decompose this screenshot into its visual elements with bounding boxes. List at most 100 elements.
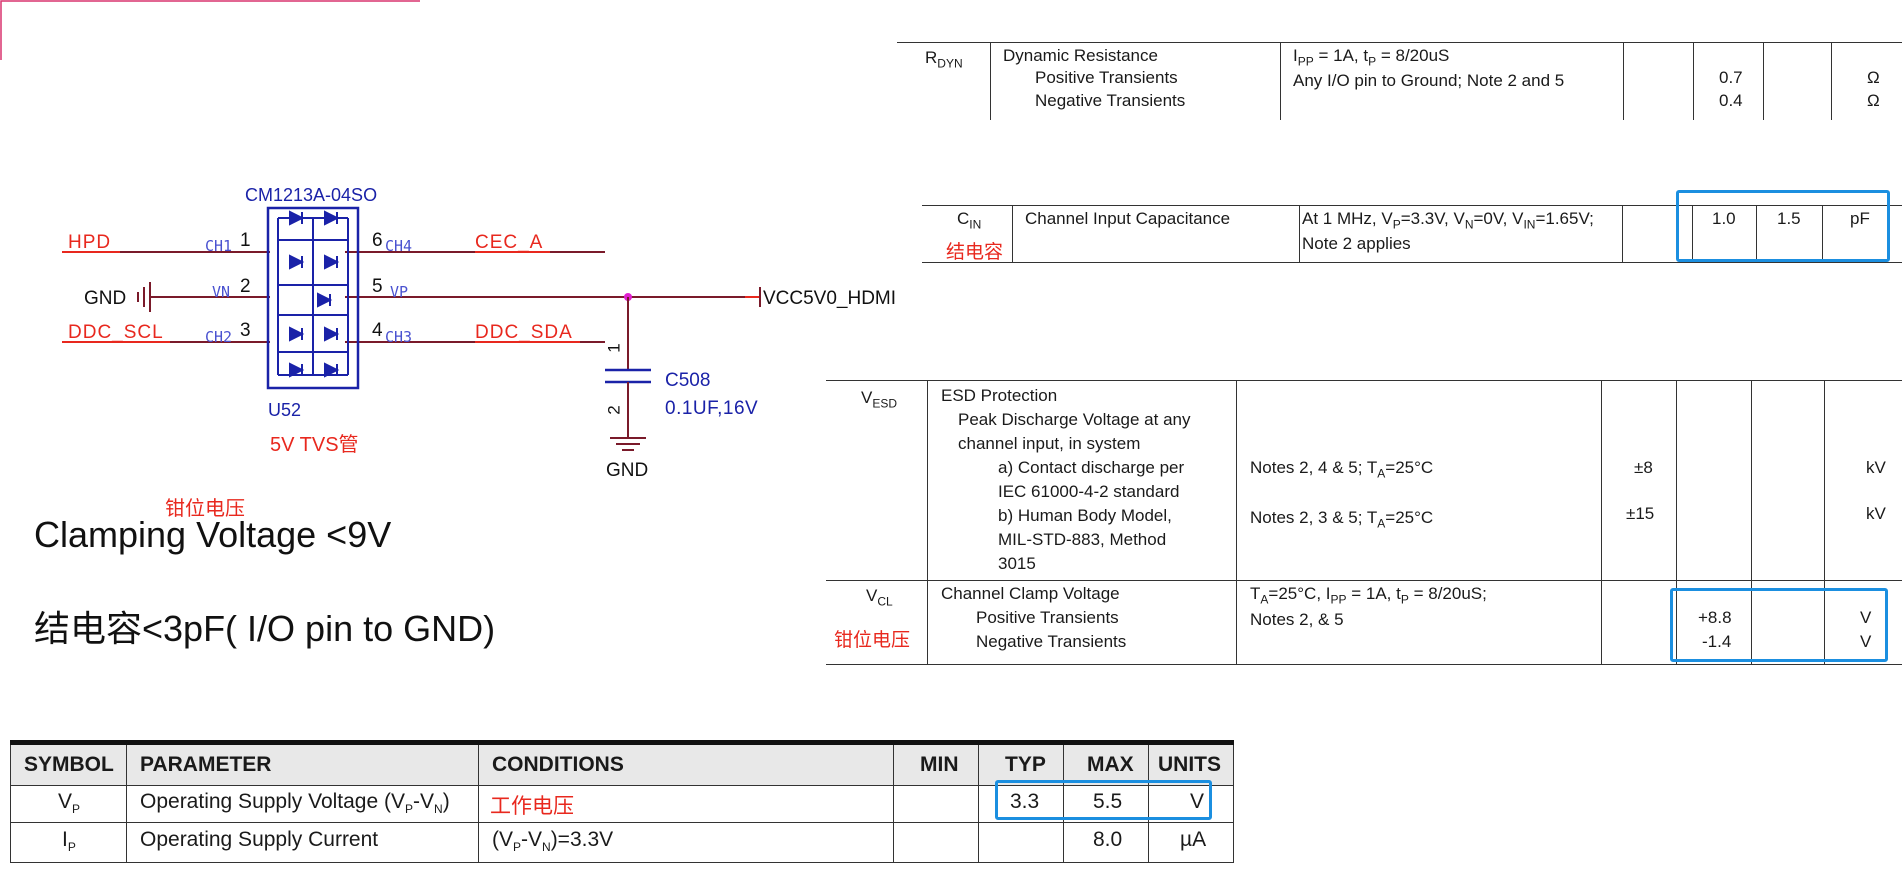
vcl-highlight-box (1670, 588, 1888, 662)
cin-cond-line2: Note 2 applies (1302, 234, 1411, 253)
supply-header-max: MAX (1087, 753, 1134, 776)
vcl-typ-negative: -1.4 (1702, 632, 1732, 651)
net-vcc5v0-hdmi: VCC5V0_HDMI (763, 288, 897, 309)
cin-max: 1.5 (1777, 209, 1801, 228)
vesd-cond-b: Notes 2, 3 & 5; TA=25°C (1250, 508, 1434, 531)
cin-parameter: Channel Input Capacitance (1025, 209, 1231, 228)
vesd-param: a) Contact discharge per (998, 458, 1185, 477)
pin-ch-label: CH2 (205, 328, 233, 346)
pin-number: 6 (372, 230, 383, 251)
cap-pin1: 1 (604, 343, 624, 353)
supply-header-parameter: PARAMETER (140, 753, 272, 776)
clamp-cn-label: 钳位电压 (165, 498, 245, 520)
ic-note-cn: 5V TVS管 (270, 434, 359, 456)
pin-ch-label: CH3 (385, 328, 413, 346)
net-gnd-left: GND (84, 288, 127, 309)
pin-ch-label: CH1 (205, 237, 233, 255)
pin-number: 3 (240, 320, 251, 341)
vp-typ: 3.3 (1010, 790, 1040, 813)
rdyn-unit-positive: Ω (1867, 68, 1880, 87)
ip-units: µA (1180, 828, 1207, 851)
supply-header-conditions: CONDITIONS (492, 753, 624, 776)
vesd-units-b: kV (1866, 504, 1886, 523)
vcl-symbol: VCL (866, 586, 893, 609)
vcl-cond1: TA=25°C, IPP = 1A, tP = 8/20uS; (1250, 584, 1487, 607)
vesd-param: MIL-STD-883, Method (998, 530, 1167, 549)
clamp-voltage-note: Clamping Voltage <9V (34, 514, 392, 555)
vcl-param: Channel Clamp Voltage (941, 584, 1120, 603)
pin-number: 5 (372, 276, 383, 297)
cin-cn-label: 结电容 (946, 242, 1004, 263)
tvs-schematic (62, 206, 761, 451)
vp-parameter: Operating Supply Voltage (VP-VN) (140, 790, 450, 817)
rdyn-unit-negative: Ω (1867, 91, 1880, 110)
rdyn-cond1: IPP = 1A, tP = 8/20uS (1293, 46, 1450, 69)
supply-table: SYMBOL PARAMETER CONDITIONS MIN TYP MAX … (10, 740, 1234, 864)
vesd-param: ESD Protection (941, 386, 1058, 405)
vcl-param: Positive Transients (976, 608, 1119, 627)
vcl-cn-label: 钳位电压 (834, 630, 911, 651)
supply-header-typ: TYP (1005, 753, 1046, 776)
cap-gnd: GND (606, 460, 649, 481)
cin-highlight-box (1676, 190, 1890, 262)
vesd-param: Peak Discharge Voltage at any (958, 410, 1191, 429)
rdyn-param-positive: Positive Transients (1035, 68, 1178, 87)
ic-part-number: CM1213A-04SO (245, 185, 378, 205)
ip-symbol: IP (62, 828, 76, 855)
cin-symbol: CIN (957, 209, 982, 232)
ip-condition: (VP-VN)=3.3V (492, 828, 614, 855)
cap-ref: C508 (665, 370, 711, 391)
vcl-unit-positive: V (1860, 608, 1872, 627)
supply-header-units: UNITS (1158, 753, 1221, 776)
cin-table: CIN 结电容 Channel Input Capacitance At 1 M… (922, 205, 1902, 263)
pin-ch-label: VN (212, 283, 231, 301)
rdyn-symbol: RDYN (925, 48, 963, 71)
vp-symbol: VP (58, 790, 81, 817)
vesd-symbol: VESD (861, 388, 898, 411)
pin-number: 1 (240, 230, 251, 251)
cap-value: 0.1UF,16V (665, 398, 759, 419)
cin-typ: 1.0 (1712, 209, 1736, 228)
pin-number: 4 (372, 320, 383, 341)
net-ddc-scl: DDC_SCL (68, 322, 164, 343)
vesd-min-a: ±8 (1634, 458, 1653, 477)
rdyn-param-title: Dynamic Resistance (1003, 46, 1158, 65)
rdyn-typ-positive: 0.7 (1719, 68, 1743, 87)
ip-max: 8.0 (1093, 828, 1123, 851)
vesd-units-a: kV (1866, 458, 1886, 477)
rdyn-param-negative: Negative Transients (1035, 91, 1186, 110)
pin-ch-label: CH4 (385, 237, 413, 255)
ic-ref: U52 (268, 400, 302, 420)
vesd-param: IEC 61000-4-2 standard (998, 482, 1180, 501)
net-cec-a: CEC_A (475, 232, 544, 253)
vcl-unit-negative: V (1860, 632, 1872, 651)
vp-highlight-box (995, 780, 1212, 820)
vp-cond-cn: 工作电压 (490, 795, 574, 818)
ip-parameter: Operating Supply Current (140, 828, 379, 851)
pin-number: 2 (240, 276, 251, 297)
vp-units: V (1190, 790, 1205, 813)
capacitance-note: 结电容<3pF( I/O pin to GND) (34, 608, 496, 649)
vcl-typ-positive: +8.8 (1698, 608, 1732, 627)
rdyn-cond2: Any I/O pin to Ground; Note 2 and 5 (1293, 71, 1565, 90)
vesd-param: b) Human Body Model, (998, 506, 1172, 525)
cap-pin2: 2 (604, 405, 624, 415)
net-hpd: HPD (68, 232, 112, 253)
vcl-param: Negative Transients (976, 632, 1127, 651)
rdyn-typ-negative: 0.4 (1719, 91, 1743, 110)
vesd-cond-a: Notes 2, 4 & 5; TA=25°C (1250, 458, 1434, 481)
esd-table: VESD ESD Protection Peak Discharge Volta… (826, 380, 1902, 665)
cin-cond-line1: At 1 MHz, VP=3.3V, VN=0V, VIN=1.65V; (1302, 209, 1594, 232)
vp-max: 5.5 (1093, 790, 1123, 813)
supply-header-min: MIN (920, 753, 959, 776)
vcl-cond2: Notes 2, & 5 (1250, 610, 1344, 629)
vesd-param: 3015 (998, 554, 1036, 573)
vesd-param: channel input, in system (958, 434, 1141, 453)
vesd-min-b: ±15 (1626, 504, 1655, 523)
rdyn-table: RDYN Dynamic Resistance Positive Transie… (897, 40, 1902, 120)
supply-header-symbol: SYMBOL (24, 753, 114, 776)
net-ddc-sda: DDC_SDA (475, 322, 573, 343)
corner-decoration (0, 0, 420, 60)
pin-ch-label: VP (390, 283, 409, 301)
cin-units: pF (1850, 209, 1870, 228)
